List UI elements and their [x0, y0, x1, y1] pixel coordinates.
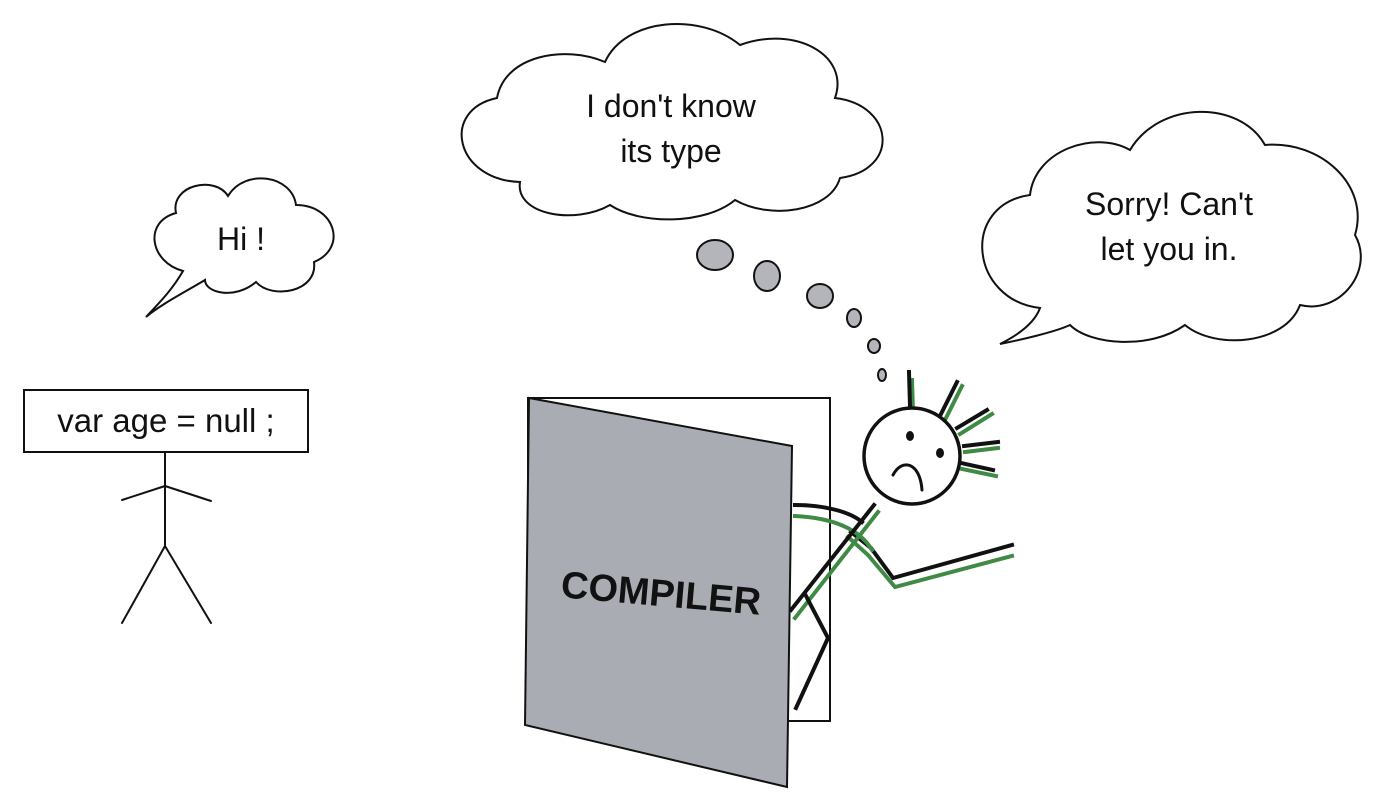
thought-line-2: its type	[620, 133, 721, 169]
spiky-hair	[906, 369, 1001, 479]
thought-dot-1	[696, 239, 734, 271]
stick-figure-body	[121, 451, 212, 624]
thought-line-1: I don't know	[586, 88, 757, 124]
gatekeeper-figure	[788, 369, 1015, 711]
door-leaf	[523, 396, 794, 789]
refusal-line-2: let you in.	[1101, 231, 1238, 267]
refusal-speech-bubble: Sorry! Can't let you in.	[981, 110, 1362, 345]
variable-figure: var age = null ;	[23, 389, 309, 624]
sad-face	[891, 431, 944, 492]
thought-cloud: I don't know its type	[460, 22, 884, 221]
variable-sign-text: var age = null ;	[57, 402, 274, 439]
thought-dot-6	[877, 368, 887, 382]
greeting-text: Hi !	[217, 221, 265, 257]
compiler-door: COMPILER	[523, 396, 794, 789]
thought-dots	[696, 239, 887, 382]
thought-dot-4	[846, 308, 862, 328]
thought-dot-5	[867, 338, 881, 354]
refusal-line-1: Sorry! Can't	[1085, 186, 1253, 222]
variable-sign-box	[23, 389, 309, 453]
thought-dot-2	[753, 260, 781, 292]
gatekeeper-head	[862, 406, 962, 506]
greeting-speech-bubble: Hi !	[145, 177, 335, 318]
thought-dot-3	[806, 283, 834, 309]
